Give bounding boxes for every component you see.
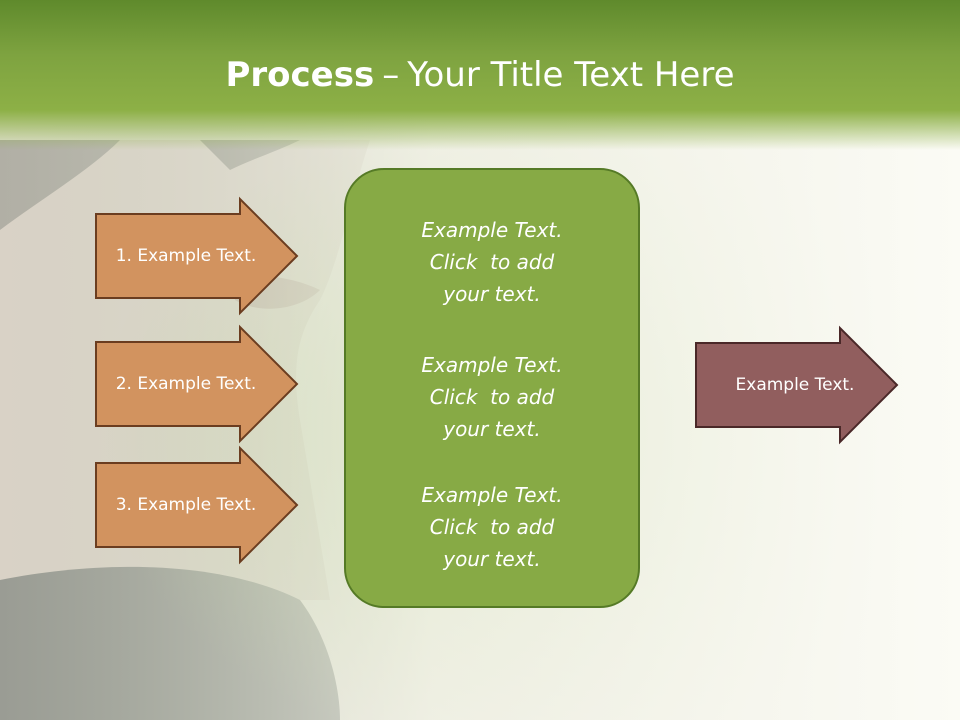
text-block-3-line-2: Click to add [429, 515, 555, 539]
step-label-2: 2. Example Text. [115, 374, 257, 394]
output-arrow[interactable] [695, 325, 899, 445]
step-arrow-3[interactable] [95, 445, 299, 565]
text-block-2-line-2: Click to add [429, 385, 555, 409]
text-block-1-line-2: Click to add [429, 250, 555, 274]
text-block-1-line-1: Example Text. [421, 218, 563, 242]
title-bold: Process [225, 55, 375, 95]
step-label-3: 3. Example Text. [115, 495, 257, 515]
text-block-1-line-3: your text. [443, 282, 541, 306]
text-block-3-line-1: Example Text. [421, 483, 563, 507]
step-arrow-2[interactable] [95, 324, 299, 444]
title-separator: – [382, 55, 400, 95]
title-rest: Your Title Text Here [407, 55, 735, 95]
text-block-3-line-3: your text. [443, 547, 541, 571]
text-block-1: Example Text. Click to add your text. [346, 214, 638, 310]
text-block-2-line-3: your text. [443, 417, 541, 441]
text-block-2-line-1: Example Text. [421, 353, 563, 377]
slide-title: Process–Your Title Text Here [0, 52, 960, 98]
step-label-1: 1. Example Text. [115, 246, 257, 266]
text-block-2: Example Text. Click to add your text. [346, 349, 638, 445]
step-arrow-1[interactable] [95, 196, 299, 316]
text-block-3: Example Text. Click to add your text. [346, 479, 638, 575]
header-band [0, 0, 960, 150]
center-text-box[interactable]: Example Text. Click to add your text. Ex… [344, 168, 640, 608]
output-label: Example Text. [735, 375, 855, 395]
